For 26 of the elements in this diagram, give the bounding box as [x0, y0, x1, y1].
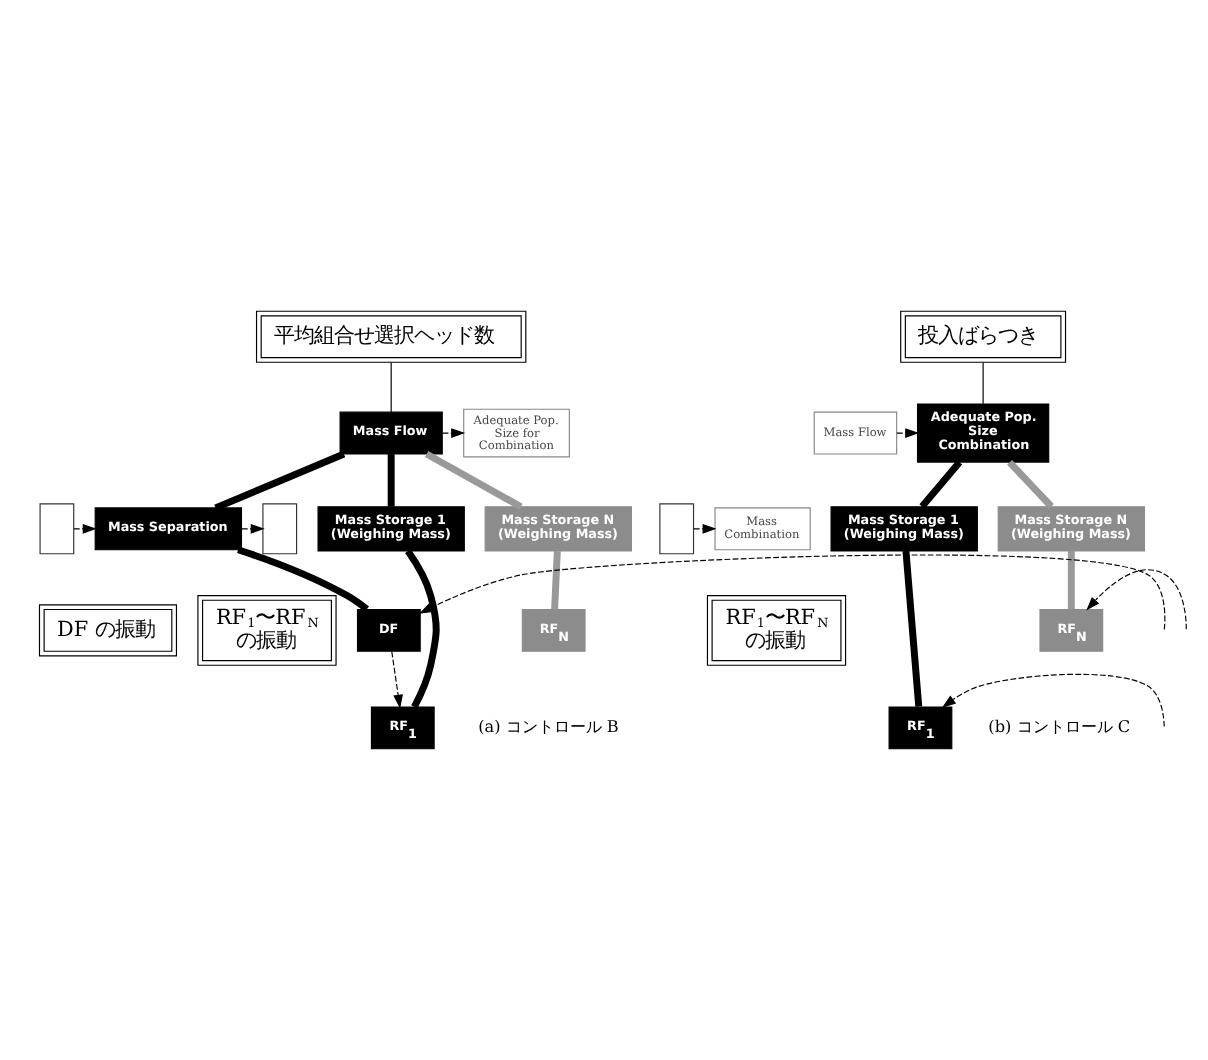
connector [387, 454, 395, 507]
node-box [262, 503, 298, 555]
arrow [391, 651, 403, 709]
arrow [941, 673, 1165, 728]
connector [1067, 551, 1075, 610]
node-box [659, 503, 695, 555]
label: (a) コントロール B [478, 716, 619, 737]
connector [902, 550, 923, 707]
arrow [442, 428, 466, 438]
connector [390, 362, 392, 413]
connector [982, 362, 984, 405]
arrow [1086, 569, 1187, 630]
connector [1007, 459, 1054, 509]
arrow [241, 523, 265, 534]
label: (b) コントロール C [988, 716, 1131, 737]
arrow [896, 428, 920, 438]
arrow [419, 554, 1166, 630]
connector [237, 546, 369, 613]
connector [214, 450, 346, 512]
connector [551, 550, 561, 610]
connector [424, 451, 523, 510]
arrow [73, 523, 97, 534]
connector [919, 460, 963, 509]
connector [405, 549, 440, 709]
node-box [39, 503, 75, 555]
arrow [693, 523, 717, 534]
